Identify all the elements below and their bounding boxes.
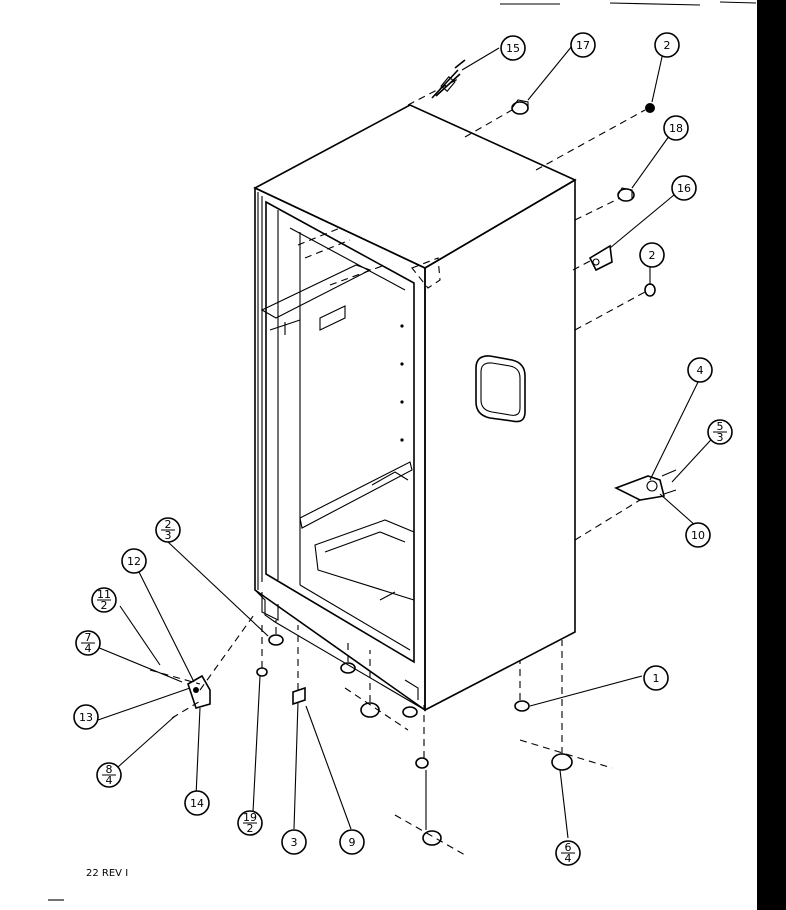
callout-8-over-4-top-number: 8 xyxy=(106,763,113,776)
part-1-foot xyxy=(514,700,530,712)
callout-15-circle xyxy=(500,35,526,61)
callout-19-over-2-bottom-number: 2 xyxy=(247,822,254,835)
leader-lines xyxy=(96,45,721,839)
callout-8-over-4: 84 xyxy=(96,762,122,788)
leveling-foot-left xyxy=(256,634,284,677)
callout-10-circle xyxy=(685,522,711,548)
callout-2-lower-circle xyxy=(639,242,665,268)
callout-9-number: 9 xyxy=(349,836,356,849)
callout-13-circle xyxy=(73,704,99,730)
roller-front xyxy=(340,662,442,846)
callout-6-over-4-bottom-number: 4 xyxy=(565,852,572,865)
callout-1-number: 1 xyxy=(653,672,660,685)
callout-17-number: 17 xyxy=(576,39,590,52)
callout-4: 4 xyxy=(687,357,713,383)
callout-4-number: 4 xyxy=(697,364,704,377)
callout-14-number: 14 xyxy=(190,797,204,810)
callout-7-over-4-bottom-number: 4 xyxy=(85,642,92,655)
callout-17-circle xyxy=(570,32,596,58)
callout-14: 14 xyxy=(184,790,210,816)
callout-3-number: 3 xyxy=(291,836,298,849)
callout-5-over-3: 53 xyxy=(707,419,733,445)
callout-7-over-4: 74 xyxy=(75,630,101,656)
callout-2-top-circle xyxy=(654,32,680,58)
part-6-roller xyxy=(551,753,573,771)
scan-top-marks xyxy=(500,1,757,6)
callout-11-over-2-bottom-number: 2 xyxy=(101,599,108,612)
part-18-bushing xyxy=(617,187,635,202)
callout-14-circle xyxy=(184,790,210,816)
part-3-clip xyxy=(292,686,306,706)
callout-11-over-2: 112 xyxy=(91,587,117,613)
callout-2-top: 2 xyxy=(654,32,680,58)
callout-4-circle xyxy=(687,357,713,383)
assembly-lines xyxy=(149,77,646,856)
callout-12: 12 xyxy=(121,548,147,574)
callout-16-circle xyxy=(671,175,697,201)
callout-19-over-2-top-number: 19 xyxy=(243,811,257,824)
callout-16: 16 xyxy=(671,175,697,201)
part-15-screw xyxy=(431,59,466,99)
part-2-plug-lower xyxy=(644,283,656,297)
callout-2-lower-number: 2 xyxy=(649,249,656,262)
callout-15: 15 xyxy=(500,35,526,61)
callout-2-lower: 2 xyxy=(639,242,665,268)
callout-13-number: 13 xyxy=(79,711,93,724)
callout-9: 9 xyxy=(339,829,365,855)
callout-2-over-3-top-number: 2 xyxy=(165,518,172,531)
callout-12-circle xyxy=(121,548,147,574)
callout-3-circle xyxy=(281,829,307,855)
callout-9-circle xyxy=(339,829,365,855)
callout-18-circle xyxy=(663,115,689,141)
callout-6-over-4-top-number: 6 xyxy=(565,841,572,854)
callout-17: 17 xyxy=(570,32,596,58)
callout-10: 10 xyxy=(685,522,711,548)
callout-18-number: 18 xyxy=(669,122,683,135)
callout-12-number: 12 xyxy=(127,555,141,568)
callout-10-number: 10 xyxy=(691,529,705,542)
callout-2-over-3-bottom-number: 3 xyxy=(165,529,172,542)
callout-16-number: 16 xyxy=(677,182,691,195)
callout-5-over-3-top-number: 5 xyxy=(717,420,724,433)
part-14-hinge-lower xyxy=(187,674,211,709)
callout-11-over-2-top-number: 11 xyxy=(97,588,111,601)
part-17-bushing xyxy=(511,99,529,115)
callout-18: 18 xyxy=(663,115,689,141)
callout-1: 1 xyxy=(643,665,669,691)
refrigerator-cabinet xyxy=(253,104,577,712)
callout-8-over-4-bottom-number: 4 xyxy=(106,774,113,787)
callout-2-over-3: 23 xyxy=(155,517,181,543)
part-4-hinge xyxy=(614,469,677,501)
callout-2-top-number: 2 xyxy=(664,39,671,52)
drawing-revision-label: 22 REV I xyxy=(86,868,128,879)
part-16-bracket xyxy=(588,244,613,272)
callout-3: 3 xyxy=(281,829,307,855)
callout-15-number: 15 xyxy=(506,42,520,55)
callout-13: 13 xyxy=(73,704,99,730)
callout-7-over-4-top-number: 7 xyxy=(85,631,92,644)
scan-edge-border xyxy=(757,0,786,910)
callout-5-over-3-bottom-number: 3 xyxy=(717,431,724,444)
callout-19-over-2: 192 xyxy=(237,810,263,836)
part-2-plug-top xyxy=(645,103,655,113)
callout-1-circle xyxy=(643,665,669,691)
callout-6-over-4: 64 xyxy=(555,840,581,866)
